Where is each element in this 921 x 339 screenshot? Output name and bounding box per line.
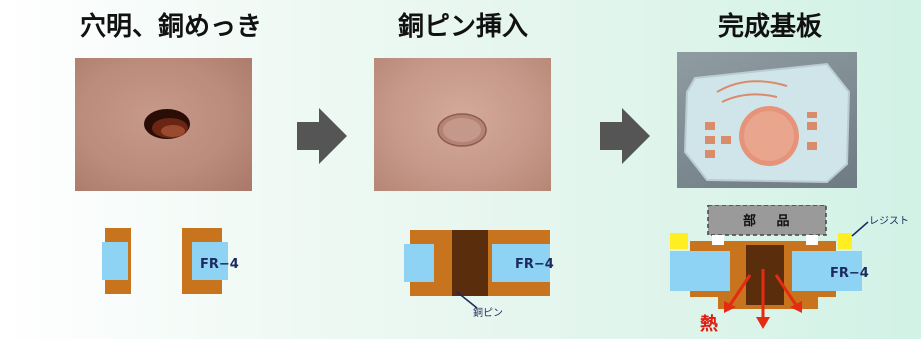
copper-pin-label: 銅ピン (473, 308, 503, 319)
step2-title: 銅ピン挿入 (397, 12, 528, 42)
step3-title: 完成基板 (717, 12, 822, 42)
drilled-hole-graphic (144, 109, 190, 139)
fr4-label-2: FR−4 (515, 257, 554, 272)
process-arrow-1 (297, 108, 347, 164)
parts-label: 部 品 (743, 214, 798, 229)
heat-label: 熱 (700, 314, 718, 335)
finished-board-graphic (683, 62, 851, 184)
resist-label: レジスト (869, 216, 909, 227)
step1-title: 穴明、銅めっき (80, 12, 263, 42)
process-arrow-2 (600, 108, 650, 164)
fr4-label-3: FR−4 (830, 266, 869, 281)
copper-pin-leader-line (456, 291, 478, 309)
photo-drilled-hole (75, 58, 252, 191)
fr4-label-1: FR−4 (200, 257, 239, 272)
section-drilled (102, 228, 228, 294)
inserted-pin-graphic (437, 113, 487, 147)
section-finished (670, 205, 862, 329)
section-pin-inserted (404, 230, 550, 296)
resist-leader-line (851, 221, 869, 237)
photo-finished-board (677, 52, 857, 188)
photo-pin-inserted (374, 58, 551, 191)
